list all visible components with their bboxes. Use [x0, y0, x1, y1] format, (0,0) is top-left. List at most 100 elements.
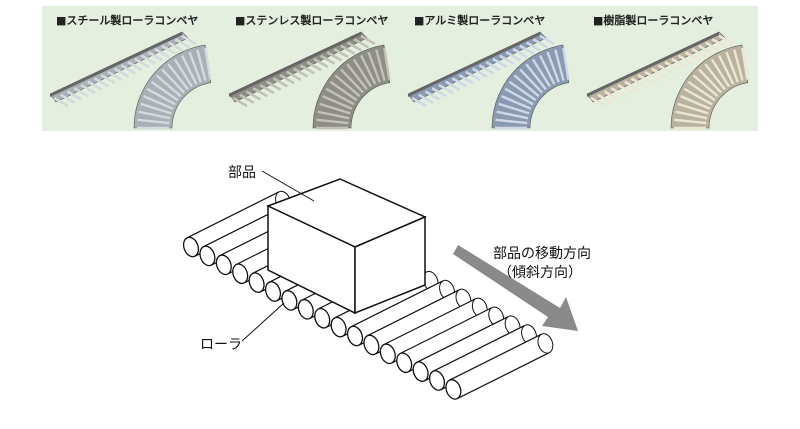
- roller-front-end: [232, 263, 249, 285]
- roller-front-end: [396, 352, 413, 374]
- curve-roller: [140, 102, 172, 115]
- curve-roller: [725, 51, 739, 83]
- product-steel[interactable]: ■スチール製ローラコンベヤ: [42, 6, 220, 131]
- conveyor-roller: [512, 47, 528, 59]
- conveyor-roller: [232, 96, 248, 108]
- conveyor-roller: [677, 54, 694, 65]
- curve-roller: [367, 51, 381, 83]
- conveyor-roller: [664, 60, 680, 72]
- curve-roller: [204, 47, 212, 80]
- curve-roller: [698, 68, 723, 94]
- curve-roller: [196, 49, 207, 81]
- conveyor-roller: [431, 87, 447, 98]
- curve-roller: [346, 63, 368, 91]
- roller-front-end: [199, 245, 216, 267]
- conveyor-roller: [299, 64, 316, 75]
- roller-body: [350, 281, 452, 345]
- product-aluminum[interactable]: ■アルミ製ローラコンベヤ: [400, 6, 578, 131]
- curve-roller: [150, 80, 179, 102]
- conveyor-roller: [245, 90, 262, 101]
- roller-edge: [350, 280, 443, 328]
- conveyor-rail: [408, 32, 540, 97]
- conveyor-roller: [66, 90, 83, 101]
- conveyor-roller: [353, 38, 369, 49]
- curve-roller: [359, 54, 377, 85]
- conveyor-roller: [718, 34, 734, 46]
- roller-conveyor-diagram: [182, 170, 578, 400]
- conveyor-roller: [424, 90, 441, 101]
- conveyor-roller: [313, 57, 329, 68]
- conveyor-roller: [610, 87, 626, 98]
- curve-roller: [352, 58, 372, 88]
- roller-front-end: [379, 343, 396, 365]
- conveyor-roller: [445, 80, 461, 91]
- conveyor-roller: [505, 51, 521, 62]
- product-stainless[interactable]: ■ステンレス製ローラコンベヤ: [221, 6, 399, 131]
- curve-roller: [316, 118, 349, 125]
- part-leader-line: [261, 170, 315, 202]
- direction-arrow: [453, 245, 578, 331]
- roller-label: ローラ: [200, 337, 242, 353]
- conveyor-roller: [53, 96, 69, 108]
- product-banner: ■スチール製ローラコンベヤ ■ステンレス製ローラコンベヤ ■アルミ製ローラコンベ…: [42, 6, 758, 131]
- curve-roller: [383, 47, 391, 80]
- roller-body: [448, 334, 550, 399]
- product-label: ■アルミ製ローラコンベヤ: [414, 14, 546, 27]
- conveyor-roller: [259, 83, 275, 95]
- product-label: ■ステンレス製ローラコンベヤ: [235, 14, 389, 27]
- curve-roller: [498, 102, 530, 115]
- conveyor-roller: [266, 80, 282, 91]
- conveyor-roller: [181, 34, 197, 46]
- conveyor-roller: [292, 67, 309, 78]
- conveyor-roller: [272, 77, 289, 88]
- roller-front-end: [445, 379, 462, 400]
- conveyor-roller: [100, 74, 116, 85]
- roller-body: [432, 325, 534, 390]
- conveyor-roller: [87, 80, 103, 91]
- conveyor-rail: [50, 32, 182, 97]
- conveyor-roller: [319, 54, 336, 65]
- conveyor-roller: [167, 41, 184, 52]
- conveyor-roller: [346, 41, 363, 52]
- direction-label-line1: 部品の移動方向: [493, 246, 591, 262]
- conveyor-roller: [252, 87, 268, 98]
- conveyor-roller: [451, 77, 468, 88]
- roller-edge: [432, 325, 525, 373]
- conveyor-roller: [498, 54, 515, 65]
- roller-body: [366, 289, 468, 354]
- curve-roller: [704, 63, 726, 91]
- conveyor-rail: [229, 32, 361, 97]
- roller-edge: [186, 191, 279, 239]
- roller-front-end: [297, 298, 314, 320]
- conveyor-roller: [333, 47, 349, 59]
- roller-front-end: [412, 361, 429, 382]
- conveyor-roller: [644, 70, 660, 82]
- roller-body: [383, 298, 485, 363]
- curve-roller: [167, 63, 189, 91]
- roller-front-end: [281, 290, 298, 311]
- conveyor-roller: [603, 90, 620, 101]
- conveyor-roller: [326, 51, 342, 62]
- conveyor-roller: [478, 64, 495, 75]
- roller-front-end: [346, 325, 364, 347]
- curve-roller: [496, 110, 529, 120]
- curve-roller: [674, 118, 707, 125]
- steel-conveyor-image: [49, 31, 212, 130]
- conveyor-roller: [590, 96, 606, 108]
- diagram-roller: [396, 306, 505, 374]
- part-box: [266, 178, 427, 315]
- product-label: ■スチール製ローラコンベヤ: [56, 14, 199, 27]
- product-resin[interactable]: ■樹脂製ローラコンベヤ: [579, 6, 757, 131]
- roller-front-end: [314, 307, 331, 329]
- curve-roller: [692, 74, 719, 98]
- curve-roller: [546, 51, 560, 83]
- curve-roller: [495, 118, 528, 125]
- curve-roller: [188, 51, 202, 83]
- conveyor-roller: [174, 38, 190, 49]
- roller-front-end: [248, 272, 265, 293]
- curve-roller: [562, 47, 570, 80]
- roller-edge: [399, 307, 492, 355]
- conveyor-roller: [340, 44, 356, 55]
- diagram-roller: [445, 333, 554, 400]
- curve-roller: [322, 95, 353, 110]
